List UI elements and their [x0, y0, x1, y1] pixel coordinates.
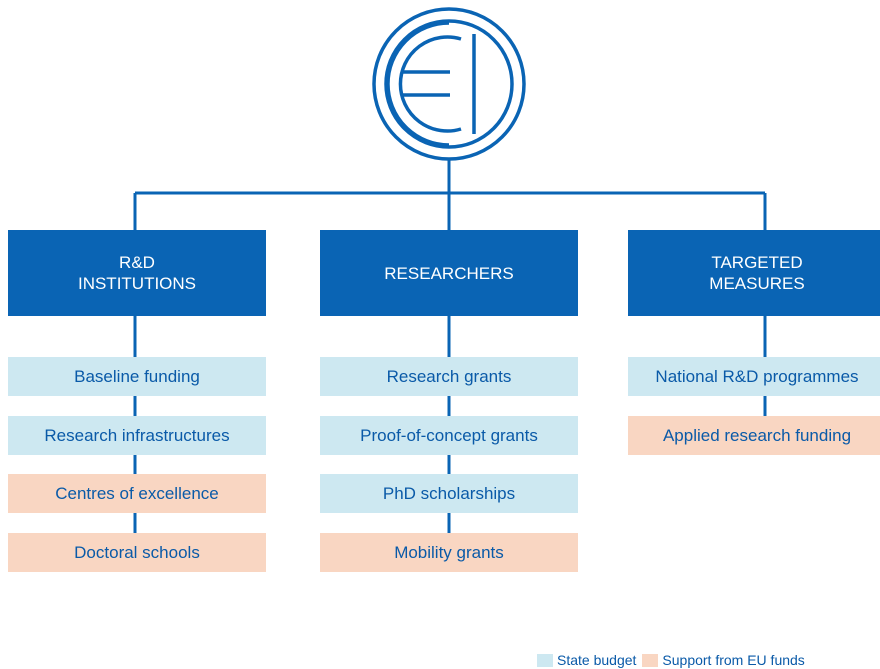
legend-eu-label: Support from EU funds: [662, 652, 805, 668]
column-header-line: R&D: [119, 253, 155, 272]
funding-item: Research infrastructures: [8, 415, 266, 455]
funding-item-label: Research infrastructures: [44, 425, 230, 445]
column-header-line: RESEARCHERS: [384, 263, 514, 283]
legend-eu-funds: Support from EU funds: [642, 652, 805, 668]
euro-coin-icon: [372, 7, 526, 161]
legend: State budget Support from EU funds: [537, 652, 811, 668]
funding-item-label: Proof-of-concept grants: [360, 425, 538, 445]
funding-item-label: PhD scholarships: [382, 484, 516, 503]
funding-item-label: Research grants: [386, 367, 512, 386]
funding-item: Research grants: [320, 357, 578, 396]
coin-inner-arc-left: [386, 21, 450, 147]
column-header-line: INSTITUTIONS: [77, 274, 197, 293]
legend-state-budget: State budget: [537, 652, 636, 668]
funding-item: Doctoral schools: [8, 532, 266, 572]
funding-item-label: Doctoral schools: [74, 542, 200, 562]
legend-eu-swatch: [642, 653, 659, 667]
funding-item: Baseline funding: [8, 357, 266, 396]
funding-item: Centres of excellence: [8, 474, 266, 513]
euro-arc: [398, 35, 462, 133]
funding-item-label: National R&D programmes: [655, 367, 859, 386]
funding-item-label: Centres of excellence: [55, 484, 219, 503]
funding-item-label: Baseline funding: [74, 367, 200, 386]
funding-item: National R&D programmes: [628, 357, 880, 396]
funding-item-label: Mobility grants: [394, 542, 504, 562]
column-header-3: TARGETED MEASURES: [628, 230, 880, 316]
funding-item: Applied research funding: [628, 415, 880, 455]
funding-item-label: Applied research funding: [662, 425, 852, 445]
legend-state-label: State budget: [557, 652, 637, 668]
funding-item: PhD scholarships: [320, 474, 578, 513]
column-header-line: TARGETED: [711, 253, 803, 272]
column-header-line: MEASURES: [709, 274, 805, 293]
legend-state-swatch: [537, 653, 553, 667]
column-header-2: RESEARCHERS: [320, 230, 578, 316]
column-header-1: R&D INSTITUTIONS: [8, 230, 266, 316]
funding-item: Proof-of-concept grants: [320, 415, 578, 455]
funding-item: Mobility grants: [320, 532, 578, 572]
